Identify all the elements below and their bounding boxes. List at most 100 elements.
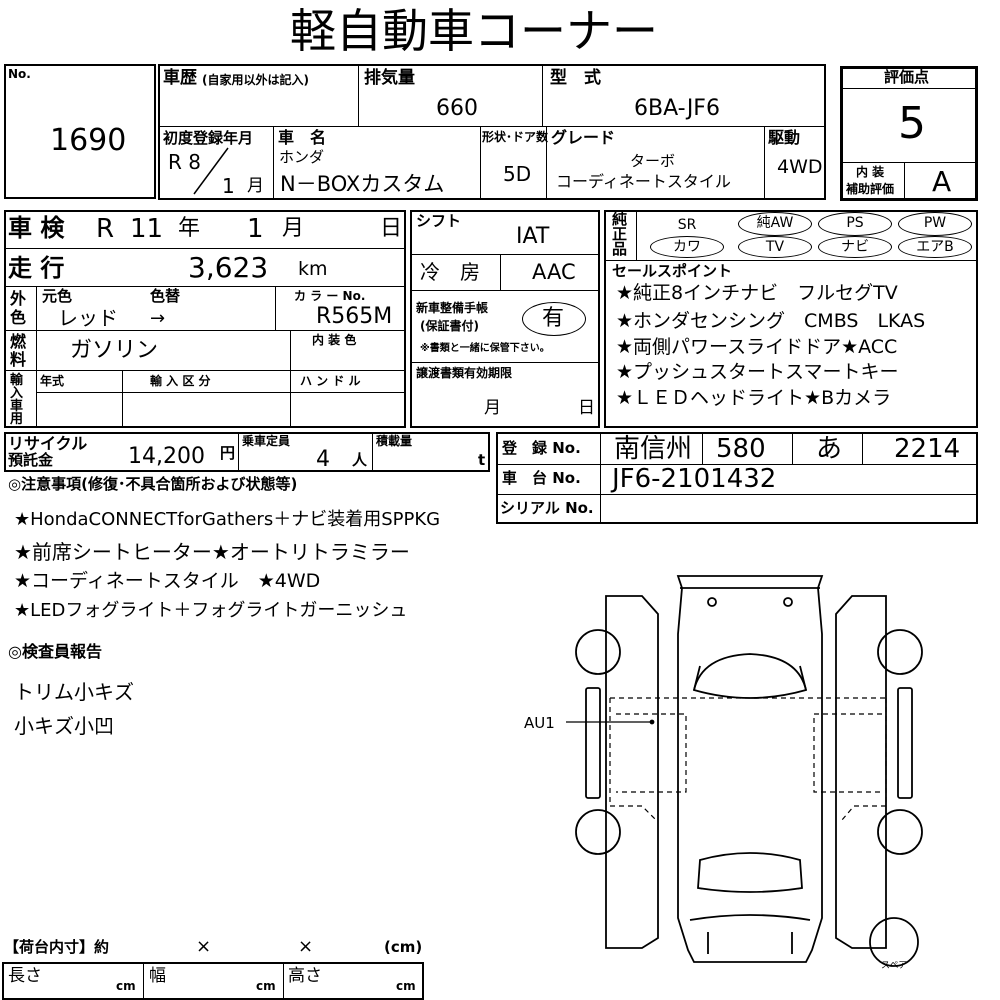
date-slash [193, 147, 229, 195]
registration-class-no: 580 [716, 434, 766, 464]
capacity-label: 乗車定員 [242, 434, 291, 448]
equip-navi-circled: ナビ [818, 236, 892, 258]
grade-label: グレード [551, 128, 616, 147]
import-class-label: 輸 入 区 分 [150, 374, 211, 388]
equip-airbag-circled: エアB [898, 236, 972, 258]
inspection-month: 1 [247, 214, 264, 244]
first-reg-era: R 8 [168, 150, 201, 174]
displacement-label: 排気量 [364, 68, 415, 88]
equip-sr: SR [677, 217, 697, 233]
color-code: R565M [316, 304, 393, 329]
sales-point-2: ★ホンダセンシング CMBS LKAS [616, 310, 926, 332]
cargo-box [2, 962, 424, 1000]
registration-label: 登 録 No. [502, 439, 581, 457]
transfer-day-unit: 日 [578, 398, 595, 418]
mileage-value: 3,623 [188, 251, 269, 284]
inspection-day-unit: 日 [380, 216, 403, 241]
recycle-box [4, 432, 490, 472]
inspection-year-unit: 年 [178, 216, 201, 241]
right-side-panel [835, 595, 887, 949]
equip-pw: PW [898, 212, 972, 236]
drive-label: 駆動 [768, 128, 801, 147]
cargo-height-unit: cm [396, 979, 416, 993]
rear-left-wheel [575, 809, 621, 855]
warranty-note: ※書類と一緒に保管下さい。 [420, 343, 550, 354]
registration-kana: あ [816, 434, 843, 464]
serial-label: シリアル No. [500, 499, 594, 517]
car-damage-diagram [566, 575, 923, 967]
windshield [692, 653, 808, 699]
front-left-wheel [575, 629, 621, 675]
inspector-line-2: 小キズ小凹 [14, 714, 114, 738]
sales-point-5: ★ＬＥＤヘッドライト★Bカメラ [616, 387, 892, 409]
interior-label-1: 内 装 [856, 165, 885, 179]
cargo-length-label: 長さ [8, 966, 42, 986]
lot-no-label: No. [8, 67, 31, 81]
inspector-label: ◎検査員報告 [8, 642, 102, 661]
mileage-label: 走 行 [8, 254, 65, 282]
history-label: 車歴 [163, 68, 197, 88]
note-3: ★コーディネートスタイル ★4WD [14, 570, 321, 592]
equip-ps: PS [818, 212, 892, 236]
capacity-unit: 人 [352, 451, 368, 469]
note-2: ★前席シートヒーター★オートリトラミラー [14, 540, 410, 564]
equipment-label: 純正品 [612, 210, 628, 258]
body-label: 形状･ドア数 [482, 130, 549, 144]
spare-wheel [869, 917, 919, 967]
warranty-label-1: 新車整備手帳 [416, 301, 489, 315]
recycle-label-1: リサイクル [8, 434, 88, 453]
lot-number: 1690 [50, 123, 127, 158]
notes-label: ◎注意事項(修復･不具合箇所および状態等) [8, 475, 298, 493]
damage-marker: AU1 [524, 714, 555, 732]
rear-right-wheel [877, 809, 923, 855]
model-value: 6BA-JF6 [634, 96, 720, 121]
note-1: ★HondaCONNECTforGathers＋ナビ装着用SPPKG [14, 509, 441, 530]
interior-value: A [932, 165, 952, 198]
vehicle-info-box [158, 64, 826, 200]
inspection-month-unit: 月 [282, 216, 305, 241]
car-name: N－BOXカスタム [280, 172, 445, 196]
registration-number: 2214 [894, 434, 961, 464]
equip-tv-circled: TV [738, 236, 812, 258]
left-side-panel [605, 595, 659, 949]
cargo-length-unit: cm [116, 979, 136, 993]
warranty-value: 有 [542, 306, 565, 331]
score-box [840, 66, 978, 201]
transfer-label: 譲渡書類有効期限 [416, 366, 513, 380]
car-maker: ホンダ [279, 148, 325, 166]
sales-point-4: ★プッシュスタートスマートキー [616, 361, 899, 383]
first-reg-month-unit: 月 [247, 176, 264, 196]
inspector-line-1: トリム小キズ [14, 680, 134, 704]
cargo-unit: (cm) [384, 938, 423, 956]
warranty-oval [522, 302, 586, 336]
capacity-value: 4 [316, 447, 330, 472]
body-outline [676, 575, 824, 963]
grade-line2: コーディネートスタイル [556, 172, 731, 191]
inspection-year: 11 [130, 214, 164, 244]
chassis-label: 車 台 No. [502, 469, 581, 487]
color-side-label: 外色 [10, 289, 27, 327]
sales-point-1: ★純正8インチナビ フルセグTV [616, 282, 898, 304]
front-right-wheel [877, 629, 923, 675]
cargo-width-label: 幅 [149, 966, 166, 986]
first-reg-month: 1 [222, 174, 235, 198]
cargo-x2: × [298, 936, 314, 957]
body-value: 5D [503, 162, 532, 186]
score-label: 評価点 [884, 68, 930, 86]
first-reg-label: 初度登録年月 [163, 129, 254, 147]
drive-value: 4WD [777, 156, 823, 178]
note-4: ★LEDフォグライト＋フォグライトガーニッシュ [14, 600, 408, 621]
displacement-value: 660 [436, 96, 478, 121]
cargo-label: 【荷台内寸】約 [4, 938, 110, 956]
sales-points-label: セールスポイント [612, 262, 733, 280]
car-name-label: 車 名 [278, 128, 327, 147]
spec-box [4, 210, 406, 428]
fuel-value: ガソリン [70, 338, 159, 363]
load-unit: t [478, 451, 486, 469]
color-value: レッド [58, 306, 118, 330]
inspection-era: R [96, 214, 115, 244]
recycle-label-2: 預託金 [8, 451, 54, 469]
registration-box [496, 432, 978, 524]
registration-area: 南信州 [614, 434, 693, 464]
interior-label-2: 補助評価 [846, 182, 895, 196]
